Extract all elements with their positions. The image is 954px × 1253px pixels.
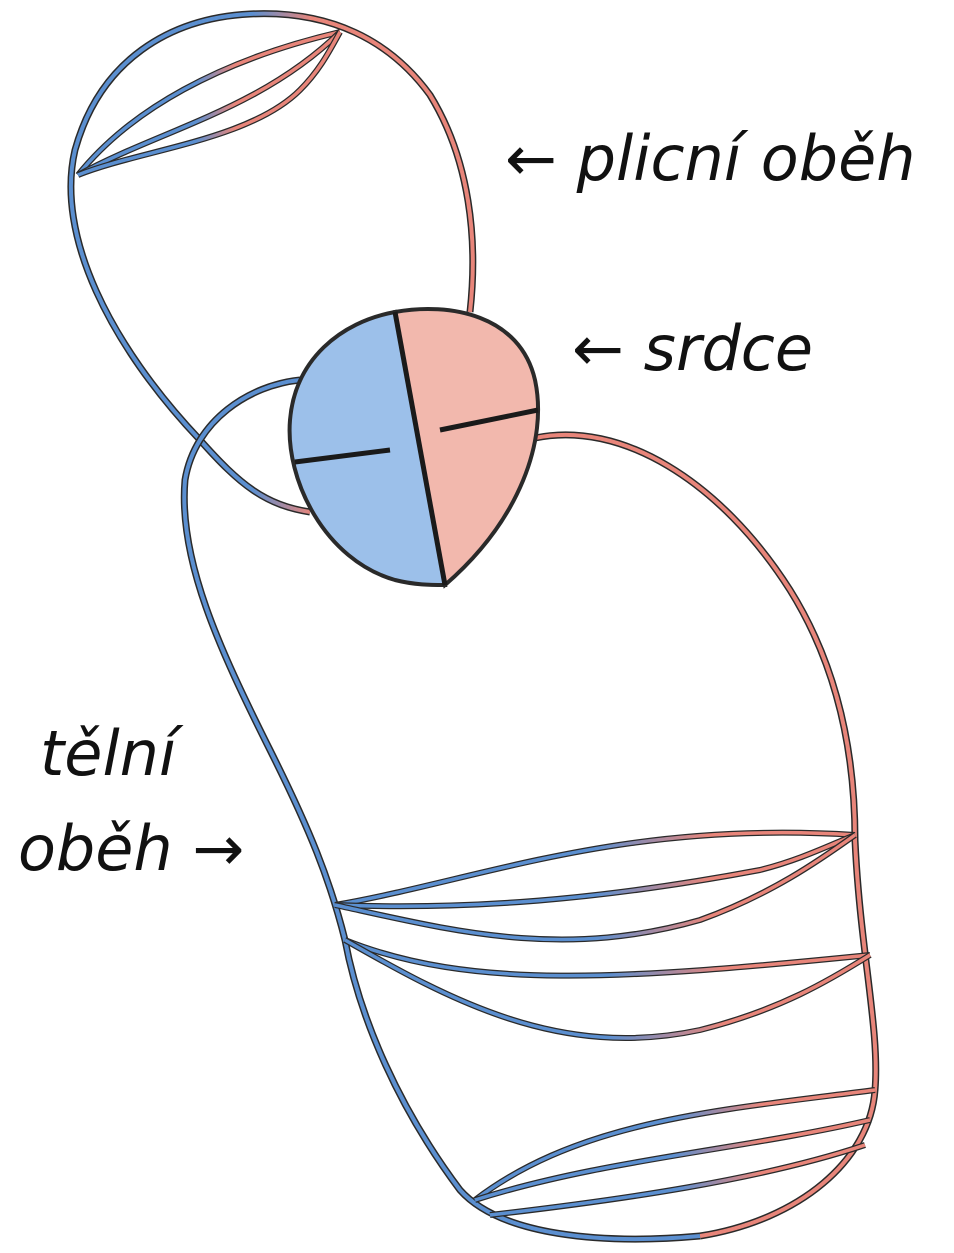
pulmonary-circulation-label: ← plicní oběh (505, 122, 916, 195)
systemic-circulation-label-line1: tělní (40, 717, 184, 790)
heart-label: ← srdce (572, 312, 813, 385)
heart (290, 309, 538, 585)
lung-capillary (78, 32, 340, 175)
body-capillaries (335, 833, 875, 1215)
systemic-circulation-label-line2: oběh → (18, 812, 244, 885)
